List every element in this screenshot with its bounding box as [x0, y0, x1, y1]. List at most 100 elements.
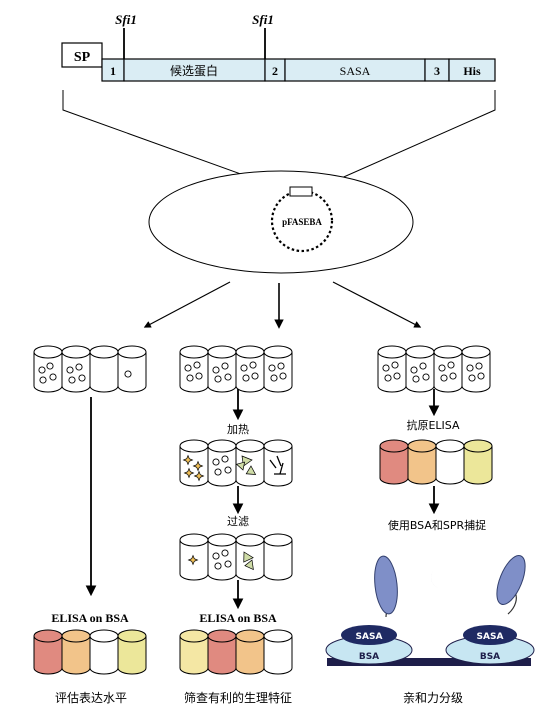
- left-library-plate: [33, 345, 147, 393]
- protein-dot: [212, 366, 220, 374]
- protein-dot: [221, 455, 229, 463]
- left-result-plate-well-1: [33, 629, 63, 675]
- middle-library-plate-well-1: [179, 345, 209, 393]
- spr-scene: BSA SASA BSA SASA: [325, 545, 535, 666]
- sasa-label-1: SASA: [356, 632, 383, 642]
- sensor-surface: [327, 658, 531, 666]
- wells-layer: [33, 345, 493, 675]
- protein-dot: [279, 372, 287, 380]
- protein-dot: [75, 363, 83, 371]
- protein-dot: [38, 366, 46, 374]
- protein-dot: [268, 364, 276, 372]
- protein-dot: [466, 364, 474, 372]
- middle-heated-plate: [179, 439, 293, 487]
- protein-dot: [440, 374, 448, 382]
- protein-dot: [224, 373, 232, 381]
- middle-library-plate-well-2: [207, 345, 237, 393]
- protein-dot: [221, 549, 229, 557]
- protein-dot: [438, 364, 446, 372]
- middle-result-plate-well-2: [207, 629, 237, 675]
- aggregate-star: [192, 460, 204, 472]
- left-result-plate: [33, 629, 147, 675]
- protein-dot: [224, 466, 232, 474]
- gene-construct: SP 1 候选蛋白 2 SASA 3 His Sfi1 Sfi1: [61, 12, 496, 192]
- protein-dot: [270, 374, 278, 382]
- right-elisa-plate-well-3: [435, 439, 465, 485]
- left-library-plate-well-3: [89, 345, 119, 393]
- left-library-plate-well-1: [33, 345, 63, 393]
- protein-dot: [277, 362, 285, 370]
- arrow-to-left: [143, 281, 231, 328]
- aggregate-star: [187, 554, 199, 566]
- protein-dot: [212, 552, 220, 560]
- middle-result-plate-well-1: [179, 629, 209, 675]
- segment-his-label: His: [463, 64, 481, 78]
- protein-dot: [419, 362, 427, 370]
- middle-result-plate-well-3: [235, 629, 265, 675]
- protein-dot: [195, 372, 203, 380]
- unfolded-triangle: [245, 465, 257, 475]
- antigen-2: [431, 570, 450, 589]
- segment-candidate-label: 候选蛋白: [170, 63, 218, 78]
- protein-dot: [78, 374, 86, 382]
- right-library-plate-well-1: [377, 345, 407, 393]
- middle-library-plate-well-3: [235, 345, 265, 393]
- left-library-plate-well-4: [117, 345, 147, 393]
- middle-heated-plate-well-4: [263, 439, 293, 487]
- middle-filtered-plate-well-2: [207, 533, 237, 581]
- signal-peptide-box: [61, 42, 103, 68]
- arrow-to-right: [332, 281, 422, 328]
- middle-caption: 筛查有利的生理特征: [184, 690, 292, 705]
- protein-dot: [214, 562, 222, 570]
- sfi-label-left: Sfi1: [115, 12, 137, 27]
- protein-dot: [249, 361, 257, 369]
- protein-dot: [214, 375, 222, 383]
- middle-filtered-plate-well-4: [263, 533, 293, 581]
- middle-result-plate: [179, 629, 293, 675]
- aggregate-star: [183, 467, 195, 479]
- unfolded-triangle: [243, 551, 254, 563]
- protein-dot: [240, 364, 248, 372]
- protein-dot: [242, 374, 250, 382]
- protein-dot: [124, 370, 132, 378]
- aggregate-star: [182, 454, 194, 466]
- protein-dot: [477, 372, 485, 380]
- unfolded-triangle: [244, 559, 254, 571]
- sasa-blob-1: [341, 625, 397, 645]
- protein-dot: [393, 372, 401, 380]
- protein-dot: [186, 374, 194, 382]
- segment-his: [448, 58, 496, 82]
- aggregate-star: [193, 470, 205, 482]
- right-elisa-plate-well-2: [407, 439, 437, 485]
- protein-dot: [68, 376, 76, 384]
- middle-library-plate: [179, 345, 293, 393]
- right-elisa-plate: [379, 439, 493, 485]
- sasa-blob-2: [463, 625, 517, 645]
- middle-filtered-plate-well-3: [235, 533, 265, 581]
- segment-2-label: 2: [272, 64, 278, 78]
- middle-heated-plate-well-2: [207, 439, 237, 487]
- protein-dot: [184, 364, 192, 372]
- segment-3-label: 3: [434, 64, 440, 78]
- right-library-plate-well-2: [405, 345, 435, 393]
- sp-label: SP: [74, 50, 91, 65]
- insert-bracket-right: [311, 90, 496, 192]
- protein-dot: [214, 468, 222, 476]
- middle-elisa-label: ELISA on BSA: [199, 611, 277, 625]
- right-library-plate: [377, 345, 491, 393]
- spr-capture-label: 使用BSA和SPR捕捉: [388, 518, 486, 532]
- right-library-plate-well-4: [461, 345, 491, 393]
- filter-label: 过滤: [227, 515, 249, 528]
- sfi-label-right: Sfi1: [252, 12, 274, 27]
- left-library-plate-well-2: [61, 345, 91, 393]
- antigen-1: [390, 553, 406, 566]
- segment-sasa-label: SASA: [340, 64, 371, 78]
- middle-filtered-plate: [179, 533, 293, 581]
- protein-dot: [39, 376, 47, 384]
- right-elisa-plate-well-4: [463, 439, 493, 485]
- left-elisa-label: ELISA on BSA: [51, 611, 129, 625]
- middle-heated-plate-well-3: [235, 439, 265, 487]
- right-caption: 亲和力分级: [403, 691, 463, 705]
